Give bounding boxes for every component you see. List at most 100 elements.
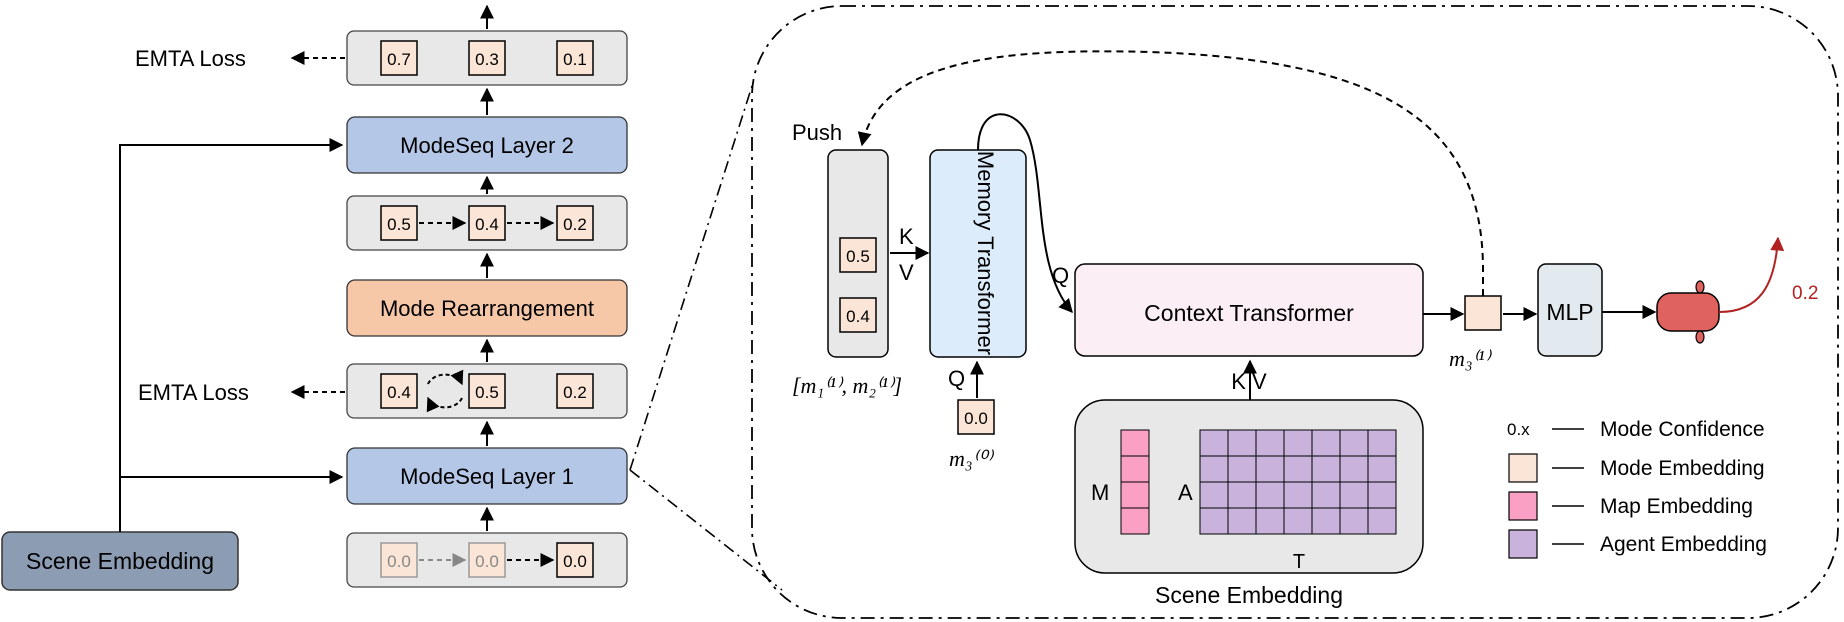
mlp-label: MLP <box>1546 299 1593 325</box>
context-transformer: Context Transformer <box>1074 263 1424 357</box>
push-back-dashed-arrow <box>857 50 1484 296</box>
agent-cell <box>1227 481 1257 509</box>
init-mode-embedding-3 <box>556 542 594 578</box>
agent-cell <box>1311 429 1341 457</box>
swap-arrows-icon <box>426 369 464 413</box>
agent-cell <box>1255 455 1285 483</box>
memory-transformer: Memory Transformer <box>929 149 1027 358</box>
legend-agent-label: Agent Embedding <box>1600 533 1767 556</box>
layer1-out-value-3: 0.2 <box>563 383 587 402</box>
sorted-value-2: 0.4 <box>475 215 499 234</box>
emta-loss-mid-label: EMTA Loss <box>138 380 249 405</box>
agent-cell <box>1311 455 1341 483</box>
context-transformer-label: Context Transformer <box>1144 300 1354 326</box>
emta-loss-top-label: EMTA Loss <box>135 46 246 71</box>
scene-embedding-panel: M A T Scene Embedding <box>1074 399 1424 608</box>
v-label: V <box>899 260 914 285</box>
legend-agent-swatch <box>1508 529 1538 559</box>
map-embedding-grid <box>1120 429 1150 535</box>
scene-embedding-box: Scene Embedding <box>1 531 239 591</box>
legend-map-swatch <box>1508 491 1538 521</box>
agent-cell <box>1339 481 1369 509</box>
sorted-value-3: 0.2 <box>563 215 587 234</box>
scene-t-label: T <box>1293 551 1305 573</box>
q-label-bottom: Q <box>948 366 965 391</box>
legend: 0.x Mode Confidence Mode Embedding Map E… <box>1507 418 1767 559</box>
layer1-out-value-1: 0.4 <box>387 383 411 402</box>
agent-cell <box>1199 481 1229 509</box>
scene-kv: K V <box>1231 359 1267 400</box>
agent-cell <box>1367 455 1397 483</box>
agent-car-icon <box>1656 280 1720 344</box>
map-cell <box>1120 455 1150 483</box>
agent-cell <box>1199 455 1229 483</box>
agent-cell <box>1367 507 1397 535</box>
predicted-trajectory <box>1718 236 1785 313</box>
init-value-3: 0.0 <box>563 552 587 571</box>
query-value: 0.0 <box>964 409 988 428</box>
agent-cell <box>1227 429 1257 457</box>
modeseq-layer-1: ModeSeq Layer 1 <box>346 447 628 505</box>
agent-cell <box>1283 455 1313 483</box>
mode-rearrangement-label: Mode Rearrangement <box>380 296 594 321</box>
agent-cell <box>1339 455 1369 483</box>
sorted-value-1: 0.5 <box>387 215 411 234</box>
top-mode-row: 0.7 0.3 0.1 <box>346 30 628 86</box>
agent-cell <box>1339 507 1369 535</box>
modeseq-layer-1-label: ModeSeq Layer 1 <box>400 464 574 489</box>
query-caption: m₃⁽⁰⁾ <box>949 446 995 471</box>
legend-mode-label: Mode Embedding <box>1600 457 1765 480</box>
agent-cell <box>1255 507 1285 535</box>
agent-cell <box>1255 429 1285 457</box>
scene-embedding-label: Scene Embedding <box>26 548 214 574</box>
memory-to-context-arrow <box>977 113 1073 314</box>
confidence-output: 0.2 <box>1792 283 1818 304</box>
emta-loss-mid: EMTA Loss <box>138 380 345 405</box>
memory-value-1: 0.5 <box>846 247 870 266</box>
output-embedding-caption: m₃⁽¹⁾ <box>1449 346 1493 371</box>
push-label: Push <box>792 120 842 145</box>
agent-embedding-grid <box>1199 429 1397 535</box>
memory-value-2: 0.4 <box>846 307 870 326</box>
memory-kv: K V <box>890 224 930 285</box>
output-mode-embedding: m₃⁽¹⁾ <box>1423 295 1538 371</box>
query-mode-embedding: Q 0.0 m₃⁽⁰⁾ <box>948 360 995 471</box>
q-label-context: Q <box>1052 263 1069 288</box>
legend-map-label: Map Embedding <box>1600 495 1753 518</box>
top-value-1: 0.7 <box>387 50 411 69</box>
init-value-1: 0.0 <box>387 552 411 571</box>
scene-m-label: M <box>1091 480 1109 505</box>
modeseq-layer-2-label: ModeSeq Layer 2 <box>400 133 574 158</box>
layer1-output-row: 0.4 0.5 0.2 <box>346 363 628 419</box>
agent-cell <box>1227 507 1257 535</box>
agent-cell <box>1311 481 1341 509</box>
mlp-block: MLP <box>1537 263 1657 357</box>
scene-panel-title: Scene Embedding <box>1155 582 1343 608</box>
legend-mode-swatch <box>1508 453 1538 483</box>
agent-cell <box>1367 481 1397 509</box>
init-mode-embedding-2 <box>468 542 506 578</box>
kv-label: K V <box>1231 369 1267 394</box>
zoom-connector-lines <box>629 85 783 591</box>
agent-cell <box>1339 429 1369 457</box>
init-mode-row: 0.0 0.0 0.0 <box>346 532 628 588</box>
legend-confidence-label: Mode Confidence <box>1600 418 1765 441</box>
memory-bank: Push 0.5 0.4 [m₁⁽¹⁾, m₂⁽¹⁾] <box>792 120 902 398</box>
modeseq-layer-2: ModeSeq Layer 2 <box>346 116 628 174</box>
top-value-3: 0.1 <box>563 50 587 69</box>
agent-cell <box>1227 455 1257 483</box>
memory-caption: [m₁⁽¹⁾, m₂⁽¹⁾] <box>792 373 902 398</box>
map-cell <box>1120 429 1150 457</box>
emta-loss-top: EMTA Loss <box>135 46 345 71</box>
map-cell <box>1120 507 1150 535</box>
agent-cell <box>1199 507 1229 535</box>
agent-cell <box>1367 429 1397 457</box>
detail-panel-border <box>751 5 1839 619</box>
agent-cell <box>1311 507 1341 535</box>
agent-cell <box>1283 429 1313 457</box>
sorted-mode-row: 0.5 0.4 0.2 <box>346 195 628 251</box>
top-value-2: 0.3 <box>475 50 499 69</box>
agent-cell <box>1255 481 1285 509</box>
init-mode-embedding-1 <box>380 542 418 578</box>
